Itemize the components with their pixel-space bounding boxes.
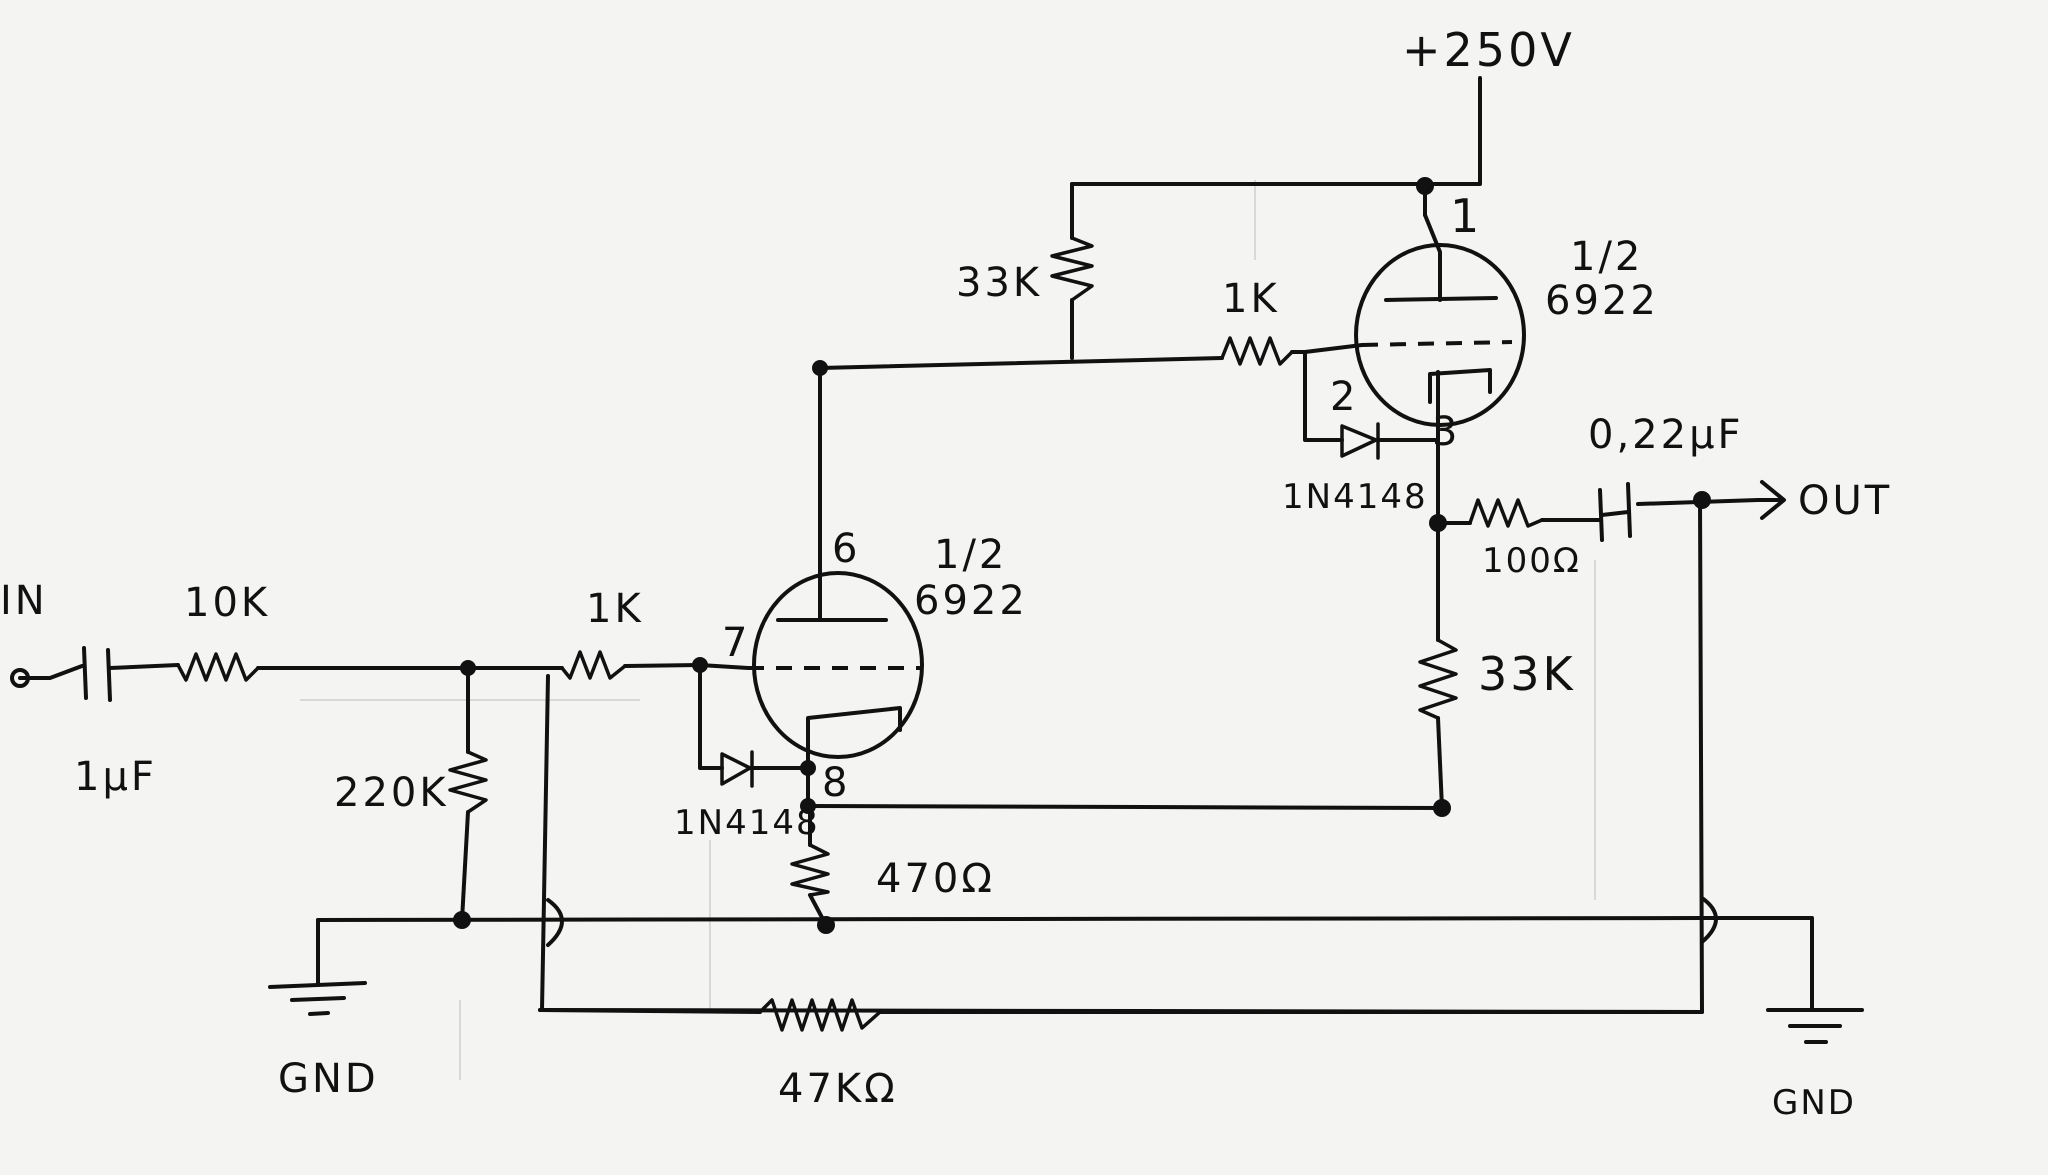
stage2-pin-cathode-label: 3 [1432, 409, 1460, 455]
resistor-33k-cathode [1418, 638, 1458, 720]
stage1-pin-plate-label: 6 [832, 526, 860, 572]
output-label: OUT [1798, 478, 1892, 524]
stage1-diode-label: 1N4148 [674, 803, 820, 843]
feedback-res-label: 47KΩ [778, 1066, 898, 1112]
resistor-100-ohm [1468, 498, 1544, 528]
resistor-470-ohm [790, 843, 830, 897]
capacitor-022uf-output [1598, 482, 1632, 542]
output-cap-label: 0,22µF [1588, 412, 1744, 458]
input-label: IN [0, 578, 48, 624]
wire-crossovers [546, 896, 1718, 947]
stage2-tube-fraction: 1/2 [1570, 234, 1643, 280]
paper-bleed-through [300, 180, 1596, 1080]
series-res-label: 100Ω [1482, 541, 1581, 581]
ground-symbol-right [1766, 1008, 1864, 1044]
supply-voltage-label: +250V [1402, 23, 1575, 77]
stage2-diode-label: 1N4148 [1282, 477, 1428, 517]
diode-1n4148-stage1 [720, 750, 754, 788]
stage2-grid-res-label: 1K [1222, 276, 1280, 322]
grid-leak-label: 220K [334, 770, 449, 816]
ground-symbol-left [268, 981, 367, 1016]
resistor-10k-input [176, 652, 260, 682]
stage2-pin-grid-label: 2 [1330, 374, 1358, 420]
cathode-res-33k-label: 33K [1478, 647, 1576, 701]
input-terminal [10, 668, 30, 688]
input-res-label: 10K [184, 580, 270, 626]
resistor-220k [448, 750, 488, 814]
resistor-1k-stage1-grid [560, 650, 627, 680]
ground-right-label: GND [1772, 1083, 1856, 1123]
stage2-tube-type: 6922 [1545, 278, 1659, 324]
stage2-pin-plate-label: 1 [1450, 189, 1482, 243]
stage1-tube-type: 6922 [914, 578, 1028, 624]
capacitor-1uf-input [82, 646, 112, 702]
stage1-grid-res-label: 1K [586, 586, 644, 632]
output-arrow-icon [1760, 480, 1786, 520]
stage1-cathode-res-label: 470Ω [876, 856, 995, 902]
resistor-1k-stage2-grid [1220, 336, 1294, 366]
stage1-tube-fraction: 1/2 [934, 532, 1007, 578]
input-cap-label: 1µF [74, 754, 157, 800]
stage1-pin-cathode-label: 8 [822, 760, 850, 806]
diode-1n4148-stage2 [1340, 422, 1380, 460]
stage1-pin-grid-label: 7 [722, 620, 750, 666]
resistor-47k-feedback [758, 998, 882, 1032]
tube-stage2-6922 [1354, 243, 1526, 427]
resistor-33k-plate [1050, 236, 1094, 302]
ground-left-label: GND [278, 1056, 379, 1102]
plate-res-33k-label: 33K [956, 260, 1042, 306]
junction-dots [453, 177, 1711, 934]
tube-stage1-6922 [748, 568, 924, 759]
